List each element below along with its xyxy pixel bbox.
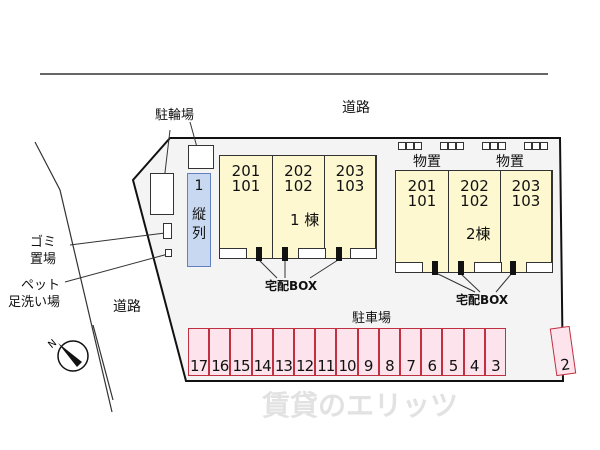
watermark: 賃貸のエリッツ xyxy=(262,389,459,422)
storage-box xyxy=(448,142,456,150)
parking-stall-11: 11 xyxy=(315,328,337,376)
road-edge-left xyxy=(34,141,113,413)
delivery-box-label-1: 宅配BOX xyxy=(265,279,318,293)
svg-text:N: N xyxy=(46,338,59,351)
storage-box xyxy=(482,142,490,150)
pet-wash-label: ペット 足洗い場 xyxy=(8,278,61,310)
parking-stall-3: 3 xyxy=(484,328,506,376)
road-label-top: 道路 xyxy=(342,100,370,116)
leader xyxy=(258,259,278,279)
leader xyxy=(435,272,476,293)
leader xyxy=(309,259,339,279)
parking-stall-10: 10 xyxy=(336,328,358,376)
storage-box xyxy=(540,142,548,150)
tandem-label: 縦 列 xyxy=(192,207,206,242)
parking-stall-17: 17 xyxy=(188,328,210,376)
parking-stall-13: 13 xyxy=(272,328,294,376)
storage-box xyxy=(398,142,406,150)
delivery-box xyxy=(510,261,516,275)
tandem-parking-1: 1 縦 列 xyxy=(187,173,211,267)
bicycle-parking-label: 駐輪場 xyxy=(155,108,195,123)
storage-box xyxy=(456,142,464,150)
road-edge-left-inner xyxy=(92,324,114,401)
building-name: 1 棟 xyxy=(290,211,320,229)
road-label-left: 道路 xyxy=(113,299,141,315)
delivery-box xyxy=(458,261,464,275)
storage-box xyxy=(532,142,540,150)
parking-stall-12: 12 xyxy=(294,328,316,376)
storage-label-2: 物置 xyxy=(496,154,524,170)
parking-stall-6: 6 xyxy=(421,328,443,376)
delivery-box xyxy=(256,247,262,261)
garbage-label: ゴミ 置場 xyxy=(30,235,57,267)
storage-box xyxy=(406,142,414,150)
parking-stall-15: 15 xyxy=(230,328,252,376)
storage-box xyxy=(490,142,498,150)
leader xyxy=(495,272,513,293)
parking-stall-8: 8 xyxy=(378,328,400,376)
parking-stall-7: 7 xyxy=(400,328,422,376)
parking-stall-16: 16 xyxy=(209,328,231,376)
storage-box xyxy=(524,142,532,150)
delivery-box xyxy=(432,261,438,275)
compass-icon: N xyxy=(46,338,89,372)
storage-box xyxy=(440,142,448,150)
leader xyxy=(69,232,166,246)
delivery-box xyxy=(282,247,288,261)
storage-box xyxy=(414,142,422,150)
bicycle-area xyxy=(150,173,174,215)
parking-label: 駐車場 xyxy=(352,311,392,326)
parking-stall-4: 4 xyxy=(463,328,485,376)
tandem-number: 1 xyxy=(194,178,204,194)
delivery-box xyxy=(336,247,342,261)
storage-box xyxy=(498,142,506,150)
bicycle-area-small xyxy=(188,145,214,169)
delivery-box-label-2: 宅配BOX xyxy=(456,293,509,307)
pet-wash-area xyxy=(165,249,172,257)
parking-stall-5: 5 xyxy=(442,328,464,376)
building-name: 2棟 xyxy=(466,225,491,243)
parking-stall-9: 9 xyxy=(357,328,379,376)
leader xyxy=(64,253,169,283)
parking-stall-14: 14 xyxy=(251,328,273,376)
storage-label-1: 物置 xyxy=(413,154,441,170)
garbage-area xyxy=(163,223,172,239)
leader xyxy=(459,272,481,293)
